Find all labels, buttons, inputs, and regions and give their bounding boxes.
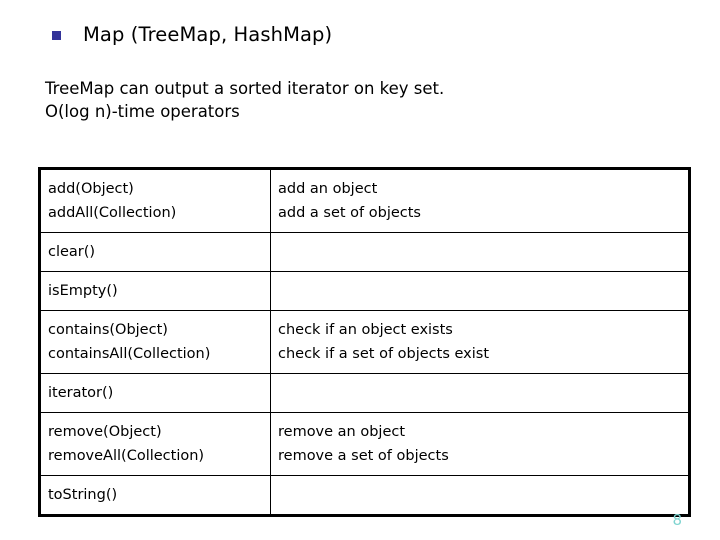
method-signature-cell: isEmpty() bbox=[39, 271, 271, 311]
method-signature-cell: iterator() bbox=[39, 373, 271, 413]
description-line-empty bbox=[278, 279, 688, 303]
description-line: remove a set of objects bbox=[278, 448, 449, 464]
table-row: add(Object) addAll(Collection) add an ob… bbox=[39, 168, 690, 233]
description-line-empty bbox=[278, 381, 688, 405]
signature-line: iterator() bbox=[48, 385, 114, 401]
signature-line: clear() bbox=[48, 244, 96, 260]
description-line: check if a set of objects exist bbox=[278, 346, 490, 362]
table-body: add(Object) addAll(Collection) add an ob… bbox=[39, 168, 690, 516]
table-row: contains(Object) containsAll(Collection)… bbox=[39, 310, 690, 374]
api-method-table: add(Object) addAll(Collection) add an ob… bbox=[38, 167, 691, 517]
signature-line: add(Object) bbox=[48, 181, 134, 197]
method-description-cell: check if an object exists check if a set… bbox=[270, 310, 690, 374]
signature-line: addAll(Collection) bbox=[48, 205, 177, 221]
signature-line: isEmpty() bbox=[48, 283, 118, 299]
description-line: add a set of objects bbox=[278, 205, 421, 221]
description-line-empty bbox=[278, 483, 688, 507]
method-signature-cell: add(Object) addAll(Collection) bbox=[39, 168, 271, 233]
page-number: 8 bbox=[672, 511, 682, 529]
method-signature-cell: clear() bbox=[39, 232, 271, 272]
subtitle-line-2: O(log n)-time operators bbox=[45, 102, 240, 121]
method-signature-cell: remove(Object) removeAll(Collection) bbox=[39, 412, 271, 476]
method-description-cell bbox=[270, 271, 690, 311]
square-bullet-icon bbox=[52, 31, 61, 41]
method-signature-cell: toString() bbox=[39, 475, 271, 516]
method-description-cell: remove an object remove a set of objects bbox=[270, 412, 690, 476]
method-description-cell bbox=[270, 373, 690, 413]
subtitle-line-1: TreeMap can output a sorted iterator on … bbox=[45, 79, 445, 98]
description-line-empty bbox=[278, 240, 688, 264]
method-description-cell bbox=[270, 232, 690, 272]
table-row: iterator() bbox=[39, 373, 690, 413]
signature-line: remove(Object) bbox=[48, 424, 162, 440]
table-row: clear() bbox=[39, 232, 690, 272]
subtitle-block: TreeMap can output a sorted iterator on … bbox=[45, 77, 444, 123]
method-signature-cell: contains(Object) containsAll(Collection) bbox=[39, 310, 271, 374]
page-title: Map (TreeMap, HashMap) bbox=[83, 23, 333, 46]
table-row: isEmpty() bbox=[39, 271, 690, 311]
signature-line: removeAll(Collection) bbox=[48, 448, 205, 464]
table-row: toString() bbox=[39, 475, 690, 516]
slide-title: Map (TreeMap, HashMap) bbox=[52, 25, 332, 45]
description-line: check if an object exists bbox=[278, 322, 453, 338]
description-line: remove an object bbox=[278, 424, 406, 440]
signature-line: containsAll(Collection) bbox=[48, 346, 211, 362]
description-line: add an object bbox=[278, 181, 378, 197]
table-row: remove(Object) removeAll(Collection) rem… bbox=[39, 412, 690, 476]
signature-line: toString() bbox=[48, 487, 118, 503]
method-description-cell: add an object add a set of objects bbox=[270, 168, 690, 233]
signature-line: contains(Object) bbox=[48, 322, 168, 338]
method-description-cell bbox=[270, 475, 690, 516]
